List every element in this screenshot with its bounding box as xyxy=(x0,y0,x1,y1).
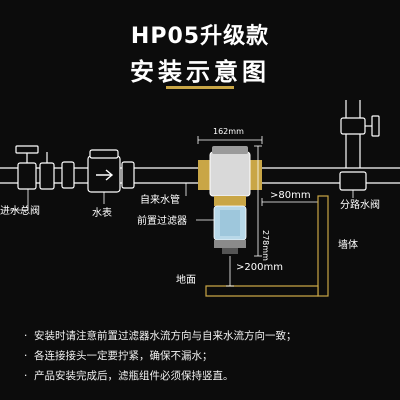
width-label: 162mm xyxy=(213,127,244,136)
main-valve-callout xyxy=(10,189,29,211)
wall-shape xyxy=(317,195,329,297)
height-dimension xyxy=(254,145,262,257)
page-title: HP05升级款 xyxy=(130,24,270,49)
floor-gap-label: >200mm xyxy=(236,262,283,273)
main-valve-label: 进水总阀 xyxy=(0,204,40,217)
installation-diagram: 162mm 278mm >80mm 墙体 地面 >200mm 进水总阀 xyxy=(0,100,400,297)
floor-label: 地面 xyxy=(176,273,196,286)
water-meter-label: 水表 xyxy=(92,206,112,219)
branch-valve-icon xyxy=(339,100,380,191)
title-underline xyxy=(166,86,234,89)
floor-shape xyxy=(205,285,319,297)
wall-label: 墙体 xyxy=(338,238,358,251)
prefilter-icon xyxy=(198,146,262,254)
note-item: · 各连接接头一定要拧紧，确保不漏水； xyxy=(24,346,394,366)
bullet-icon: · xyxy=(24,370,28,382)
width-dimension xyxy=(197,136,263,144)
main-valve-icon xyxy=(15,145,55,190)
floor-gap-dimension xyxy=(226,256,234,287)
tap-pipe-label: 自来水管 xyxy=(140,193,180,206)
note-text: 产品安装完成后，滤瓶组件必须保持竖直。 xyxy=(34,370,234,382)
branch-valve-label: 分路水阀 xyxy=(340,198,380,211)
bullet-icon: · xyxy=(24,350,28,362)
bullet-icon: · xyxy=(24,330,28,342)
note-item: · 安装时请注意前置过滤器水流方向与自来水流方向一致； xyxy=(24,326,394,346)
water-meter-icon xyxy=(61,149,135,193)
note-item: · 产品安装完成后，滤瓶组件必须保持竖直。 xyxy=(24,366,394,386)
note-text: 安装时请注意前置过滤器水流方向与自来水流方向一致； xyxy=(34,330,297,342)
install-notes: · 安装时请注意前置过滤器水流方向与自来水流方向一致； · 各连接接头一定要拧紧… xyxy=(24,326,394,386)
height-label: 278mm xyxy=(261,230,270,261)
wall-gap-label: >80mm xyxy=(270,190,311,201)
page-subtitle: 安装示意图 xyxy=(130,58,270,86)
prefilter-label: 前置过滤器 xyxy=(137,214,187,227)
note-text: 各连接接头一定要拧紧，确保不漏水； xyxy=(34,350,213,362)
wall-gap-dimension xyxy=(261,198,318,206)
